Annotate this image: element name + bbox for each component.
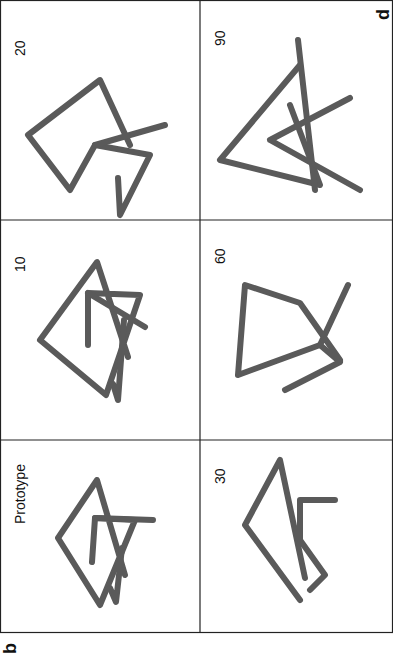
dot-pattern-figures [28,40,360,605]
distortion-10-figure [113,320,124,400]
grid-frame [1,1,393,633]
grid-line [0,439,393,440]
prototype-figure [95,518,153,520]
cell-label: Prototype [12,464,28,524]
cell-label: 60 [212,248,228,264]
distortion-90-figure [270,98,360,190]
distortion-30-figure [245,460,305,600]
grid-line [199,0,200,632]
distortion-20-figure [28,80,150,215]
distortion-20-figure [95,125,165,145]
cell-label: 90 [212,30,228,46]
cell-label: 10 [12,256,28,272]
distortion-30-figure [300,500,335,590]
distortion-60-figure [285,345,340,390]
prototype-figure [58,480,135,605]
panel-letter: d [374,9,392,20]
panel-letter: b [1,643,19,654]
distortion-60-figure [238,285,348,375]
grid-line [0,219,393,220]
prototype-figure [110,548,122,602]
cell-label: 30 [212,468,228,484]
distortion-10-figure [88,293,145,327]
grid-lines [0,0,393,633]
cell-label: 20 [12,40,28,56]
